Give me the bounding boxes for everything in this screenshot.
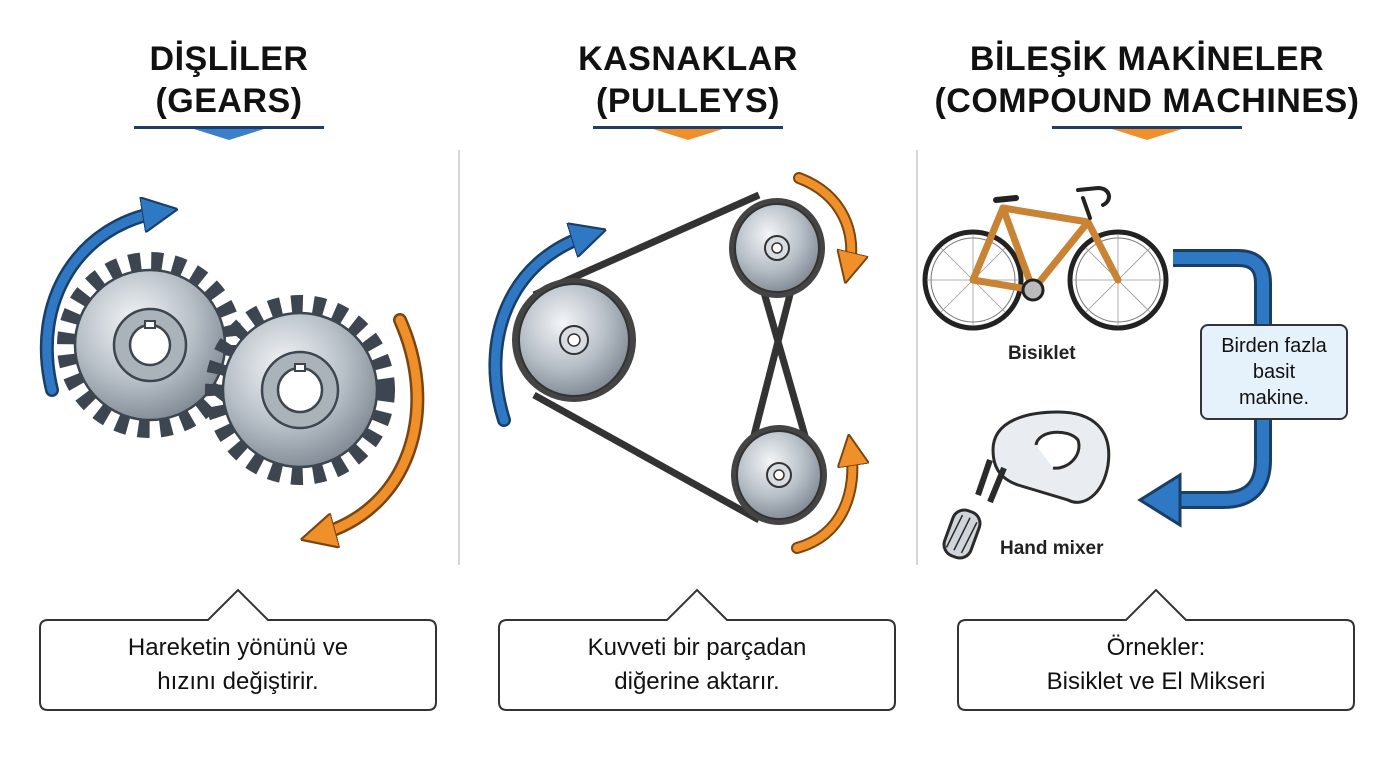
pulleys-illustration [488,172,917,554]
compound-illustration [922,185,1272,560]
pulleys-caption-line1: Kuvveti bir parçadan [587,634,807,661]
compound-title: BİLEŞİK MAKİNELER (COMPOUND MACHINES) [918,38,1376,122]
gears-title-line1: DİŞLİLER [149,40,309,78]
pulleys-caption: Kuvveti bir parçadan diğerine aktarır. [497,620,897,710]
gears-title: DİŞLİLER (GEARS) [0,38,458,122]
pulleys-panel: KASNAKLAR (PULLEYS) [459,0,917,768]
gears-title-line2: (GEARS) [155,82,303,120]
gears-callout-box [39,588,437,711]
gears-caption: Hareketin yönünü ve hızını değiştirir. [38,620,438,710]
pulleys-title: KASNAKLAR (PULLEYS) [459,38,917,122]
bicycle-label: Bisiklet [1008,343,1076,364]
gears-panel: DİŞLİLER (GEARS) [0,0,458,768]
compound-title-line2: (COMPOUND MACHINES) [934,82,1360,120]
gears-caption-line1: Hareketin yönünü ve [127,634,349,661]
gears-underline-arrow-icon [134,126,324,140]
note-line2: basit [1252,361,1296,383]
gear-icon [205,295,395,485]
pulleys-callout-box [498,588,896,711]
pulley-icon [731,425,827,525]
note-line3: makine. [1238,387,1310,409]
hand-mixer-icon [942,410,1111,560]
compound-caption-line2: Bisiklet ve El Mikseri [1046,668,1266,695]
pulleys-title-line2: (PULLEYS) [596,82,780,120]
panel-divider [916,150,918,565]
pulleys-caption-line2: diğerine aktarır. [614,668,780,695]
mixer-label: Hand mixer [1000,538,1104,559]
gear-icon [57,252,243,438]
panel-divider [458,150,460,565]
compound-title-line1: BİLEŞİK MAKİNELER [969,40,1325,78]
gears-illustration [39,150,425,580]
compound-note-box: Birden fazla basit makine. [1200,324,1348,420]
compound-callout-box [957,588,1355,711]
compound-caption: Örnekler: Bisiklet ve El Mikseri [956,620,1356,710]
pulleys-underline-arrow-icon [593,126,783,140]
compound-caption-line1: Örnekler: [1106,634,1206,661]
bicycle-icon [922,185,1169,331]
compound-underline-arrow-icon [1052,126,1242,140]
gears-caption-line2: hızını değiştirir. [157,668,319,695]
note-line1: Birden fazla [1221,335,1327,357]
pulley-icon [729,198,825,298]
pulley-icon [512,278,636,402]
pulleys-title-line1: KASNAKLAR [578,40,798,78]
compound-panel: BİLEŞİK MAKİNELER (COMPOUND MACHINES) [918,0,1376,768]
